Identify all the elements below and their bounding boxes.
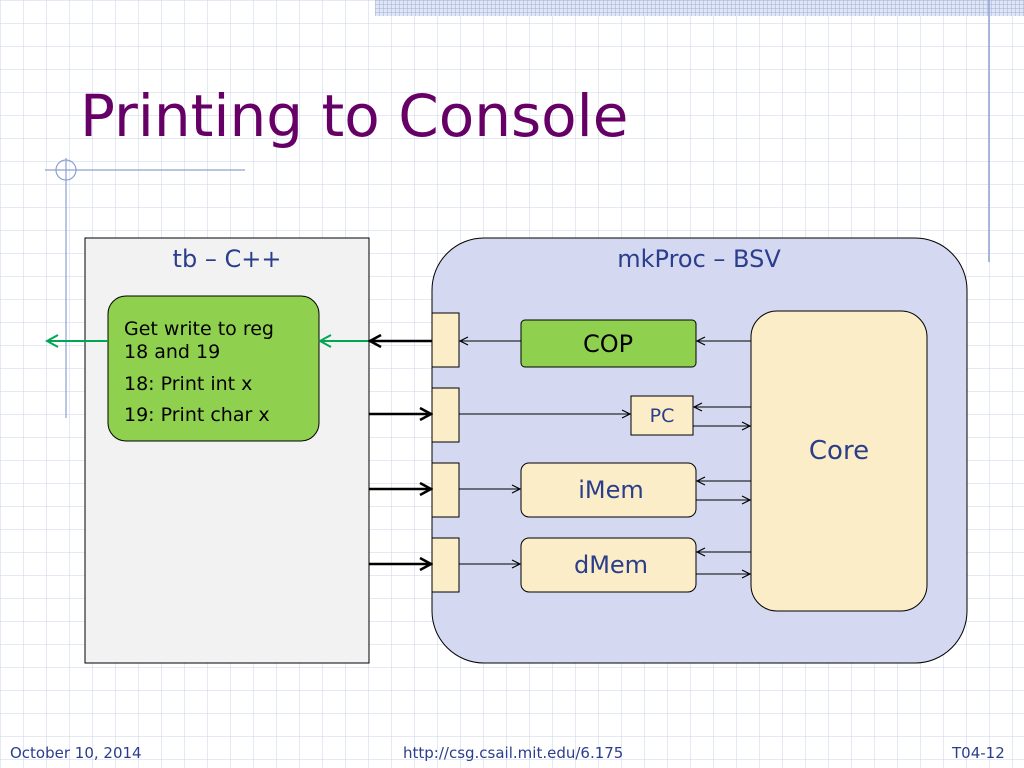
core-label: Core bbox=[809, 436, 869, 466]
note-line-3: 18: Print int x bbox=[124, 373, 252, 395]
pc-label: PC bbox=[650, 405, 675, 427]
dmem-box bbox=[520, 537, 697, 593]
note-line-2: 18 and 19 bbox=[124, 341, 220, 363]
console-note-box bbox=[107, 295, 320, 442]
slide-title: Printing to Console bbox=[80, 82, 629, 150]
top-decorative-strip bbox=[375, 0, 1024, 16]
port-dmem bbox=[431, 537, 460, 593]
port-pc bbox=[431, 387, 460, 443]
slide-decorations bbox=[45, 0, 990, 418]
testbench-label: tb – C++ bbox=[173, 245, 282, 273]
cop-label: COP bbox=[583, 330, 633, 358]
note-line-4: 19: Print char x bbox=[124, 404, 270, 426]
port-imem bbox=[431, 462, 460, 518]
footer-slide-id: T04-12 bbox=[952, 744, 1005, 762]
footer-date: October 10, 2014 bbox=[10, 744, 142, 762]
note-line-1: Get write to reg bbox=[124, 318, 274, 340]
pc-box bbox=[630, 395, 694, 436]
processor-label: mkProc – BSV bbox=[617, 245, 781, 273]
imem-box bbox=[520, 462, 697, 518]
imem-label: iMem bbox=[578, 476, 644, 504]
core-box bbox=[750, 310, 928, 612]
port-cop bbox=[431, 312, 460, 368]
dmem-label: dMem bbox=[574, 551, 648, 579]
footer-url: http://csg.csail.mit.edu/6.175 bbox=[403, 744, 624, 762]
